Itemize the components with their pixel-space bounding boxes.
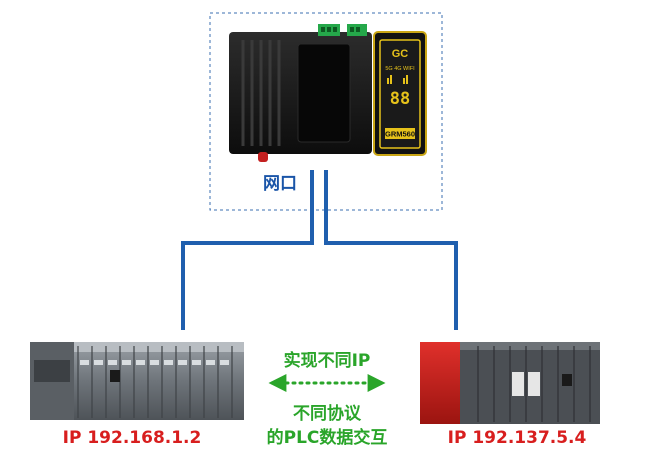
antenna-port — [258, 152, 268, 162]
port-label: 网口 — [263, 174, 297, 194]
gateway-enclosure — [209, 12, 443, 211]
gateway-display: 88 — [390, 89, 410, 109]
gateway-device: GC 5G 4G WIFI 88 GRM560 — [229, 24, 427, 162]
network-cable-right — [324, 170, 458, 330]
plc-left-ip: IP 192.168.1.2 — [63, 428, 202, 448]
gateway-model: GRM560 — [385, 130, 415, 139]
plc-left — [30, 342, 244, 420]
link-text-line2: 不同协议 — [293, 403, 362, 424]
link-text-line1: 实现不同IP — [284, 350, 371, 371]
plc-right — [420, 342, 600, 424]
gateway-brand: GC — [392, 48, 409, 60]
link-text-line3: 的PLC数据交互 — [267, 427, 388, 448]
gateway-signal-text: 5G 4G WIFI — [385, 66, 415, 72]
network-cable-left — [181, 170, 314, 330]
plc-right-ip: IP 192.137.5.4 — [448, 428, 587, 448]
